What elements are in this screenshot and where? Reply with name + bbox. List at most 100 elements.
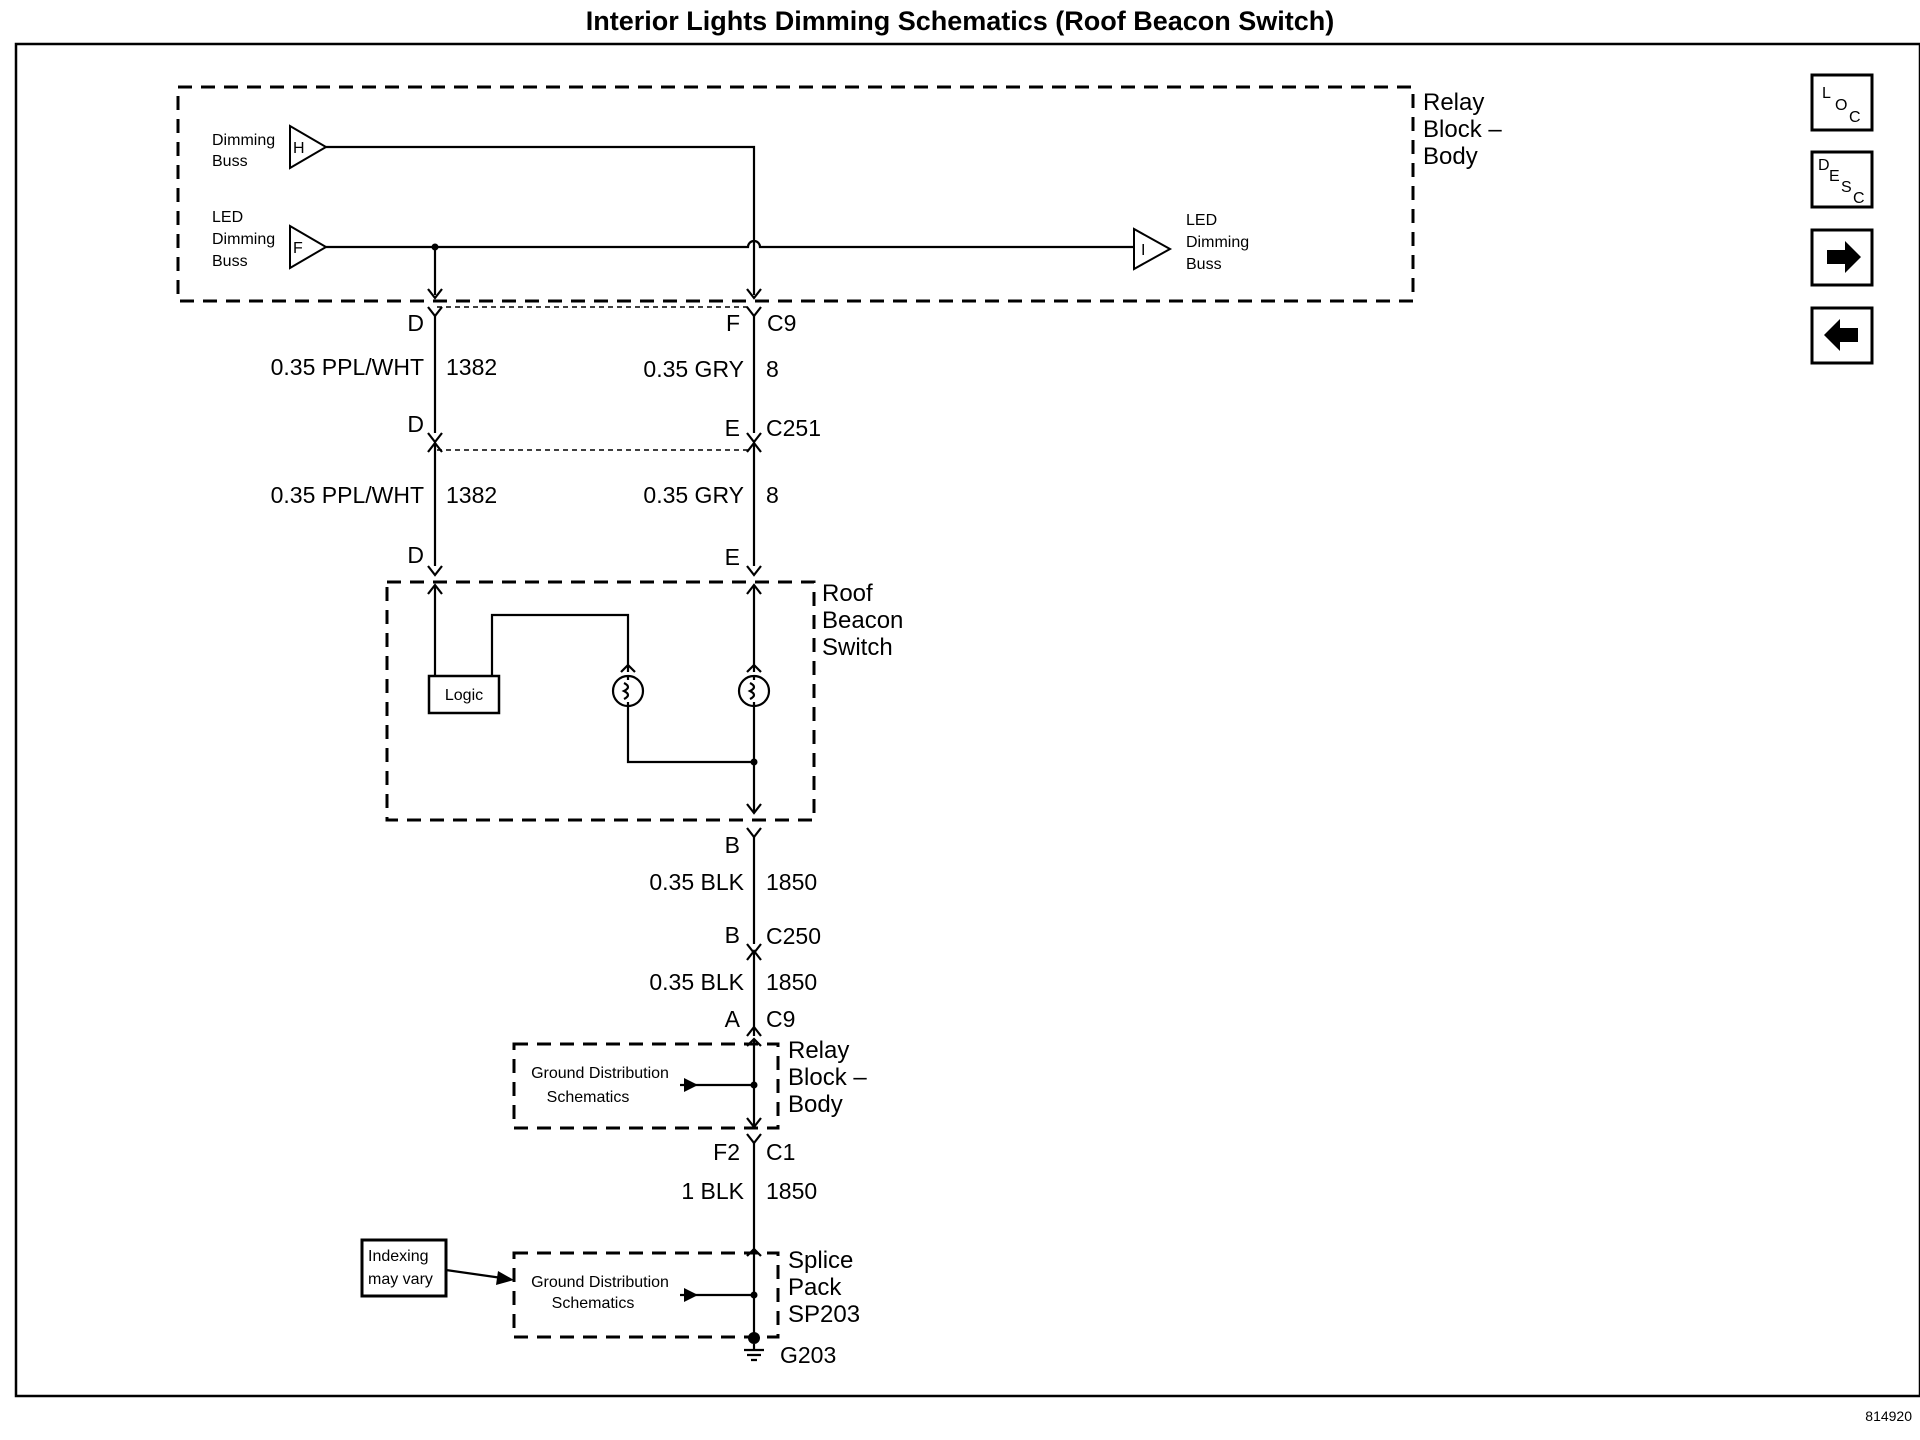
desc-button[interactable]: D E S C [1810, 150, 1874, 209]
svg-text:Block –: Block – [1423, 116, 1502, 143]
wire-1382-upper: 0.35 PPL/WHT 1382 [271, 316, 497, 433]
logic-module [427, 674, 501, 715]
svg-text:Block –: Block – [788, 1064, 867, 1091]
svg-text:F2: F2 [713, 1139, 740, 1165]
ground-distribution-ref-2: Ground Distribution Schematics [531, 1247, 762, 1342]
ground-g203: G203 [744, 1332, 836, 1368]
svg-text:H: H [293, 140, 305, 157]
svg-text:Buss: Buss [212, 253, 248, 270]
svg-text:S: S [1841, 179, 1852, 196]
svg-text:Buss: Buss [1186, 256, 1222, 273]
svg-text:Splice: Splice [788, 1247, 853, 1274]
svg-text:1850: 1850 [766, 869, 817, 895]
svg-text:C251: C251 [766, 415, 821, 441]
svg-text:Roof: Roof [822, 580, 873, 607]
svg-text:0.35 BLK: 0.35 BLK [649, 869, 744, 895]
svg-text:C: C [1849, 109, 1861, 126]
previous-page-button[interactable] [1810, 306, 1874, 365]
svg-text:C9: C9 [766, 1006, 795, 1032]
svg-text:C1: C1 [766, 1139, 795, 1165]
svg-text:I: I [1141, 242, 1145, 259]
logic-label: Logic [445, 687, 483, 704]
svg-text:Ground Distribution: Ground Distribution [531, 1274, 669, 1291]
svg-text:Dimming: Dimming [1186, 234, 1249, 251]
connector-c9-bottom: A C9 [725, 1006, 795, 1037]
connector-c251: D E C251 [407, 411, 821, 453]
roof-beacon-switch [385, 580, 816, 822]
wire-1850-third: 1 BLK 1850 [681, 1143, 817, 1250]
svg-text:1382: 1382 [446, 354, 497, 380]
svg-text:Buss: Buss [212, 153, 248, 170]
svg-text:LED: LED [1186, 212, 1217, 229]
ground-distribution-ref-1: Ground Distribution Schematics [531, 1037, 762, 1129]
splice-pack-label: Splice Pack SP203 [788, 1247, 860, 1328]
switch-pin-d: D [407, 542, 424, 568]
svg-text:O: O [1835, 97, 1847, 114]
svg-text:Dimming: Dimming [212, 231, 275, 248]
switch-pin-e: E [725, 544, 740, 570]
svg-text:Relay: Relay [788, 1037, 849, 1064]
svg-text:may vary: may vary [368, 1271, 433, 1288]
svg-text:C250: C250 [766, 923, 821, 949]
svg-text:E: E [725, 415, 740, 441]
relay-block-bottom-label: Relay Block – Body [788, 1037, 867, 1118]
svg-text:C9: C9 [767, 310, 796, 336]
svg-text:G203: G203 [780, 1342, 836, 1368]
svg-text:Body: Body [1423, 143, 1478, 170]
svg-text:B: B [725, 922, 740, 948]
svg-text:1850: 1850 [766, 1178, 817, 1204]
led-dimming-buss-i: I LED Dimming Buss [1133, 212, 1249, 273]
svg-text:C: C [1853, 190, 1865, 207]
roof-beacon-switch-label: Roof Beacon Switch [822, 580, 903, 661]
splice-pack-sp203 [512, 1251, 780, 1339]
svg-text:Ground Distribution: Ground Distribution [531, 1065, 669, 1082]
wire-1382-middle: 0.35 PPL/WHT 1382 [271, 443, 497, 566]
left-arrow-icon [1824, 319, 1858, 351]
svg-text:Beacon: Beacon [822, 607, 903, 634]
roof-beacon-switch-internals: Logic [427, 583, 771, 815]
svg-text:Pack: Pack [788, 1274, 842, 1301]
svg-text:8: 8 [766, 482, 779, 508]
svg-text:E: E [1829, 168, 1840, 185]
svg-text:Schematics: Schematics [552, 1295, 635, 1312]
wire-8-upper: 0.35 GRY 8 [643, 316, 779, 433]
indexing-note: Indexing may vary [360, 1238, 514, 1298]
svg-text:1 BLK: 1 BLK [681, 1178, 744, 1204]
connector-c9-top: D F C9 [407, 306, 796, 336]
led-dimming-buss-f: LED Dimming Buss F [212, 209, 328, 270]
page-title: Interior Lights Dimming Schematics (Roof… [586, 6, 1335, 36]
svg-text:A: A [725, 1006, 741, 1032]
relay-block-top-label: Relay Block – Body [1423, 89, 1502, 170]
svg-text:LED: LED [212, 209, 243, 226]
relay-block-body-top [176, 85, 1415, 303]
dimming-buss-h: Dimming Buss H [212, 124, 328, 170]
svg-text:0.35 PPL/WHT: 0.35 PPL/WHT [271, 354, 424, 380]
svg-text:0.35 GRY: 0.35 GRY [643, 356, 744, 382]
svg-text:Schematics: Schematics [547, 1089, 630, 1106]
svg-text:0.35 GRY: 0.35 GRY [643, 482, 744, 508]
svg-text:Switch: Switch [822, 634, 893, 661]
svg-text:SP203: SP203 [788, 1301, 860, 1328]
svg-text:0.35 PPL/WHT: 0.35 PPL/WHT [271, 482, 424, 508]
svg-text:8: 8 [766, 356, 779, 382]
figure-number: 814920 [1865, 1408, 1912, 1424]
relay-block-internal-wiring [326, 145, 1134, 300]
svg-text:F: F [726, 310, 740, 336]
right-arrow-icon [1827, 241, 1861, 273]
wire-1850-second: 0.35 BLK 1850 [649, 951, 817, 1036]
wire-8-middle: 0.35 GRY 8 [643, 443, 779, 566]
connector-c250: B C250 [725, 922, 821, 961]
svg-text:D: D [1818, 157, 1830, 174]
svg-text:Indexing: Indexing [368, 1248, 429, 1265]
relay-block-body-bottom [512, 1042, 780, 1130]
next-page-button[interactable] [1810, 228, 1874, 287]
svg-text:Dimming: Dimming [212, 132, 275, 149]
loc-button[interactable]: L O C [1810, 73, 1874, 132]
svg-text:L: L [1822, 85, 1831, 102]
connector-c1: F2 C1 [713, 1133, 795, 1165]
svg-text:1850: 1850 [766, 969, 817, 995]
svg-text:1382: 1382 [446, 482, 497, 508]
indicator-bulb-icon [611, 674, 645, 708]
svg-text:Body: Body [788, 1091, 843, 1118]
